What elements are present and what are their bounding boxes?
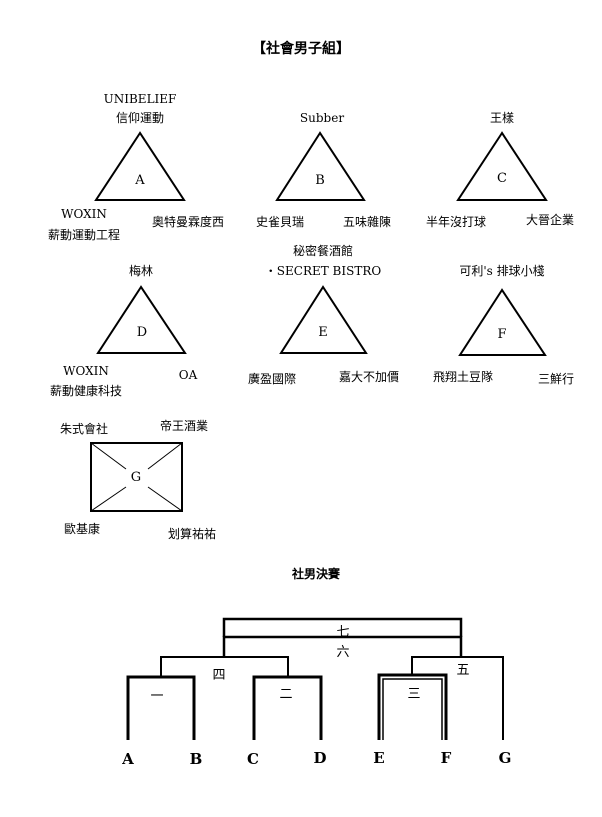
group-c-left-team: 半年沒打球 [425,215,487,229]
group-d-triangle [96,285,187,354]
round-label-7: 七 [336,625,350,640]
bracket-team-b: B [189,750,203,768]
group-c-top-team: 王樣 [489,111,515,125]
group-d-letter: D [136,325,148,340]
round-label-6: 六 [336,645,350,660]
group-g-bottom-left-team: 歐基康 [63,522,101,536]
bracket-team-f: F [440,749,452,767]
group-a-top-team-en: UNIBELIEF [103,92,177,106]
group-g-box [90,442,183,512]
bracket-team-e: E [373,749,385,767]
group-g-diagonal [90,486,127,512]
group-d-top-team: 梅林 [128,264,154,278]
group-a-letter: A [135,173,145,188]
group-f-letter: F [497,327,507,342]
group-g-top-left-team: 朱式會社 [59,422,109,436]
group-c-right-team: 大晉企業 [525,213,575,227]
group-e-right-team: 嘉大不加價 [338,370,400,384]
bracket-team-g: G [498,749,512,767]
bracket-match-7 [222,617,463,637]
round-label-2: 二 [279,687,293,702]
group-b-top-team: Subber [299,111,345,125]
group-d-right-team: OA [178,368,198,382]
group-b-triangle [275,131,366,201]
group-f-right-team: 三鮮行 [537,372,575,386]
group-e-left-team: 廣盈國際 [247,372,297,386]
group-g-top-right-team: 帝王酒業 [159,419,209,433]
group-a-top-team: 信仰運動 [115,111,165,125]
group-e-letter: E [318,325,328,340]
group-a-triangle [94,131,186,201]
group-f-triangle [458,288,547,356]
group-g-diagonal [147,486,183,512]
group-e-top-team-en: ・SECRET BISTRO [264,264,382,278]
group-g-diagonal [147,442,183,470]
bracket-match-5 [411,656,504,740]
bracket-team-d: D [313,749,327,767]
group-c-letter: C [497,171,507,186]
bracket-team-a: A [122,750,134,768]
group-a-left-team-en: WOXIN [61,207,107,221]
group-a-right-team: 奧特曼霖度西 [151,215,225,229]
group-b-letter: B [315,173,325,188]
group-d-left-team: 薪動健康科技 [49,384,123,398]
group-a-left-team: 薪動運動工程 [47,228,121,242]
group-b-left-team: 史雀貝瑞 [255,215,305,229]
round-label-5: 五 [456,663,470,678]
group-e-top-team: 秘密餐酒館 [292,244,354,258]
group-g-diagonal [90,442,127,470]
bracket-team-c: C [247,750,259,768]
round-label-4: 四 [212,668,226,683]
bracket-match-6 [222,635,463,657]
final-bracket [126,617,504,740]
page-title: 【社會男子組】 [252,41,350,57]
group-g-bottom-right-team: 划算祐祐 [167,527,217,541]
round-label-1: 一 [150,689,164,704]
group-d-left-team-en: WOXIN [63,364,109,378]
round-label-3: 三 [407,687,421,702]
group-b-right-team: 五味雜陳 [342,215,392,229]
group-c-triangle [456,131,548,201]
group-f-top-team: 可利's 排球小棧 [459,264,545,278]
group-f-left-team: 飛翔土豆隊 [432,370,494,384]
group-e-triangle [279,285,368,354]
group-g-letter: G [130,470,142,485]
bracket-title: 社男決賽 [291,567,341,581]
